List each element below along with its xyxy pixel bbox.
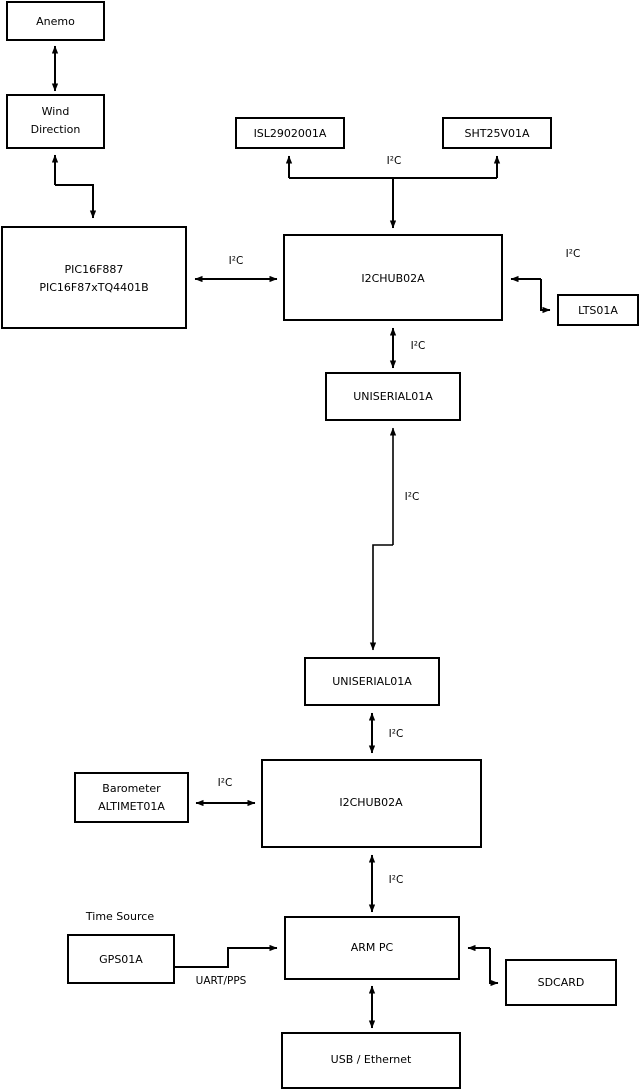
- node-arm-pc-label: ARM PC: [351, 941, 394, 954]
- node-anemo-box[interactable]: [6, 1, 105, 41]
- node-uniserial01a-bottom[interactable]: UNISERIAL01A: [304, 657, 440, 706]
- node-arm-pc-box[interactable]: [284, 916, 460, 980]
- node-uniserial01a-top-box[interactable]: [325, 372, 461, 421]
- node-i2chub02a-top-label: I2CHUB02A: [361, 272, 425, 285]
- node-uniserial01a-top-label: UNISERIAL01A: [353, 390, 433, 403]
- node-sdcard[interactable]: SDCARD: [505, 959, 617, 1006]
- node-barometer-label-line1: Barometer: [102, 782, 161, 795]
- node-sht25v01a-label: SHT25V01A: [464, 127, 529, 140]
- node-uniserial01a-top[interactable]: UNISERIAL01A: [325, 372, 461, 421]
- node-sht25v01a[interactable]: SHT25V01A: [442, 117, 552, 149]
- node-lts01a[interactable]: LTS01A: [557, 294, 639, 326]
- node-wind-direction-box[interactable]: [6, 94, 105, 149]
- edge-pic-hub-top: I²C: [194, 255, 278, 283]
- edge-label-hub-uniserial: I²C: [411, 340, 426, 352]
- edge-label-pic-hub: I²C: [229, 255, 244, 267]
- edge-uniserial-uniserial: I²C: [369, 427, 420, 651]
- edge-arrow-into-uniserial-bottom: [369, 544, 393, 651]
- edge-label-hub-lts: I²C: [566, 248, 581, 260]
- node-pic-mcu-box[interactable]: [1, 226, 187, 329]
- node-i2chub02a-bottom-label: I2CHUB02A: [339, 796, 403, 809]
- node-barometer-label-line2: ALTIMET01A: [98, 800, 165, 813]
- edge-hub-top-uniserial: I²C: [389, 327, 426, 369]
- node-i2chub02a-top-box[interactable]: [283, 234, 503, 321]
- node-wind-direction[interactable]: Wind Direction: [6, 94, 105, 149]
- edge-label-hub-sensors: I²C: [387, 155, 402, 167]
- node-lts01a-label: LTS01A: [578, 304, 618, 317]
- edge-label-gps-armpc: UART/PPS: [196, 975, 247, 987]
- node-anemo-label: Anemo: [36, 15, 75, 28]
- node-pic-mcu-label-line2: PIC16F87xTQ4401B: [39, 281, 148, 294]
- edge-gps-armpc: UART/PPS: [174, 944, 278, 987]
- node-sht25v01a-box[interactable]: [442, 117, 552, 149]
- node-gps01a-box[interactable]: [67, 934, 175, 984]
- node-uniserial01a-bottom-box[interactable]: [304, 657, 440, 706]
- node-barometer-box[interactable]: [74, 772, 189, 823]
- edge-hub-top-lts: I²C: [510, 248, 581, 314]
- node-gps01a-label: GPS01A: [99, 953, 143, 966]
- edge-arrow-into-armpc: [174, 944, 278, 968]
- edge-hub-bottom-armpc: I²C: [368, 854, 404, 913]
- label-time-source: Time Source: [85, 910, 154, 923]
- node-wind-direction-label-line2: Direction: [31, 123, 81, 136]
- node-pic-mcu-label-line1: PIC16F887: [65, 263, 124, 276]
- edge-uniserial-hub-bottom: I²C: [368, 712, 404, 754]
- node-usb-ethernet[interactable]: USB / Ethernet: [281, 1032, 461, 1089]
- node-usb-ethernet-box[interactable]: [281, 1032, 461, 1089]
- node-uniserial01a-bottom-label: UNISERIAL01A: [332, 675, 412, 688]
- node-lts01a-box[interactable]: [557, 294, 639, 326]
- node-i2chub02a-top[interactable]: I2CHUB02A: [283, 234, 503, 321]
- edge-label-uniserial-hub: I²C: [389, 728, 404, 740]
- edge-arrow-into-lts: [540, 279, 551, 314]
- node-gps01a[interactable]: GPS01A: [67, 934, 175, 984]
- node-anemo[interactable]: Anemo: [6, 1, 105, 41]
- node-wind-direction-label-line1: Wind: [42, 105, 70, 118]
- edge-label-uniserial-uniserial: I²C: [405, 491, 420, 503]
- node-isl2902001a-box[interactable]: [235, 117, 345, 149]
- edge-armpc-sdcard: [467, 944, 499, 987]
- node-pic-mcu[interactable]: PIC16F887 PIC16F87xTQ4401B: [1, 226, 187, 329]
- node-isl2902001a-label: ISL2902001A: [254, 127, 327, 140]
- node-isl2902001a[interactable]: ISL2902001A: [235, 117, 345, 149]
- node-sdcard-box[interactable]: [505, 959, 617, 1006]
- edge-label-hub-armpc: I²C: [389, 874, 404, 886]
- node-barometer[interactable]: Barometer ALTIMET01A: [74, 772, 189, 823]
- node-i2chub02a-bottom-box[interactable]: [261, 759, 482, 848]
- edge-wind-pic: [51, 154, 97, 219]
- edge-barometer-hub-bottom: I²C: [195, 777, 256, 807]
- node-sdcard-label: SDCARD: [538, 976, 585, 989]
- edge-arrow-into-sdcard: [489, 948, 499, 987]
- edge-arrow-into-pic: [55, 184, 97, 219]
- node-usb-ethernet-label: USB / Ethernet: [331, 1053, 412, 1066]
- node-arm-pc[interactable]: ARM PC: [284, 916, 460, 980]
- edge-label-barometer-hub: I²C: [218, 777, 233, 789]
- node-i2chub02a-bottom[interactable]: I2CHUB02A: [261, 759, 482, 848]
- edge-hub-top-sensors: I²C: [285, 155, 501, 229]
